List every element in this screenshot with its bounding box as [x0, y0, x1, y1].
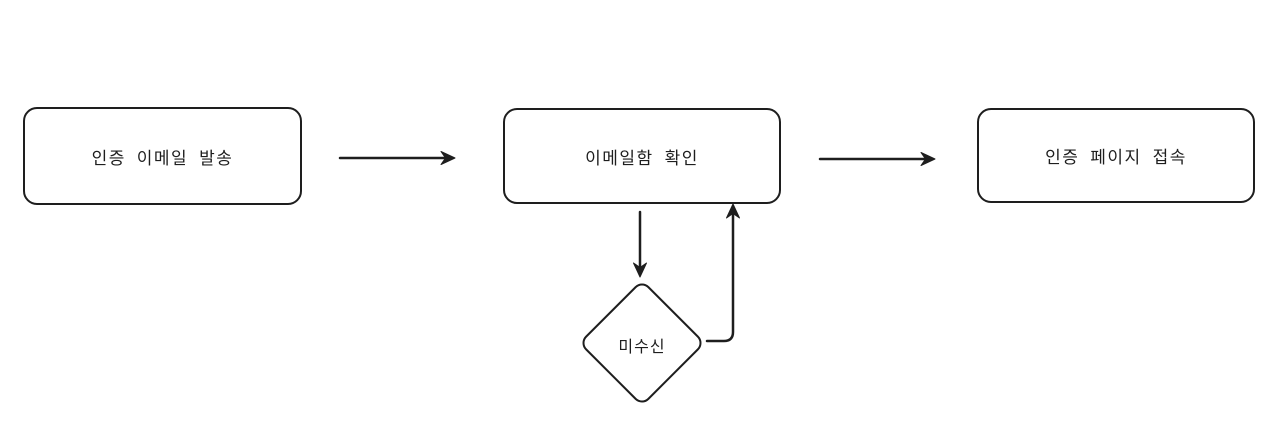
edge-check-to-access: [818, 152, 936, 166]
node-send-verification-email: 인증 이메일 발송: [23, 107, 302, 205]
node-check-inbox: 이메일함 확인: [503, 108, 781, 204]
node-access-verification-page: 인증 페이지 접속: [977, 108, 1255, 203]
edge-notreceived-to-check: [705, 203, 740, 343]
node-label: 미수신: [618, 337, 666, 356]
edge-send-to-check: [338, 151, 456, 165]
node-label: 인증 페이지 접속: [1045, 148, 1187, 168]
node-label: 이메일함 확인: [585, 148, 699, 169]
edge-check-to-notreceived: [633, 210, 647, 278]
node-label: 인증 이메일 발송: [91, 148, 234, 169]
